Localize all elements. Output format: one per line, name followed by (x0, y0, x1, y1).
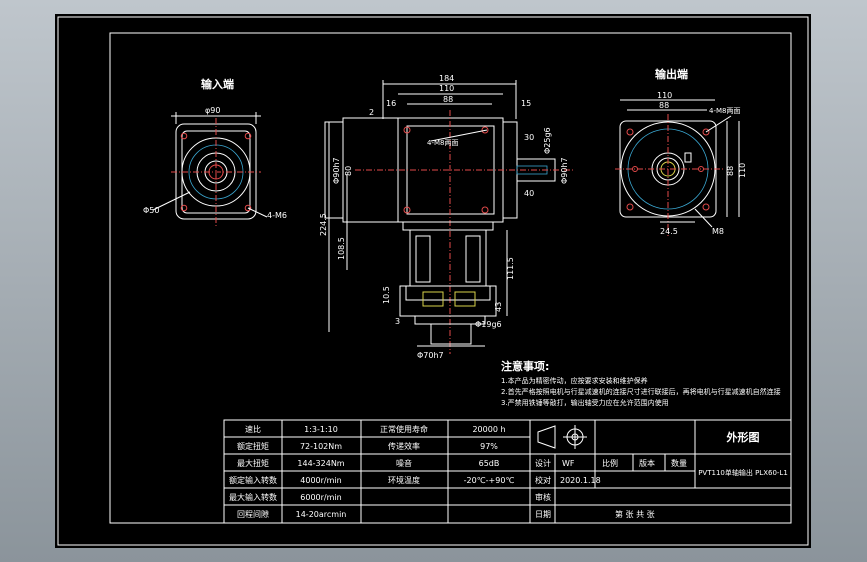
out-dim-110-side: 110 (738, 163, 747, 178)
check-label: 校对 (535, 475, 551, 485)
spec-cell: -20℃-+90℃ (464, 476, 515, 485)
note-line-2: 2.首先严格按照电机与行星减速机的连接尺寸进行联接后，再将电机与行星减速机自然连… (501, 387, 781, 396)
dim-224-5: 224.5 (319, 213, 328, 236)
spec-cell: 20000 h (472, 425, 505, 434)
date-label: 日期 (535, 510, 551, 519)
input-dim-holes: 4-M6 (267, 211, 287, 220)
dim-30: 30 (524, 133, 534, 142)
spec-cell: 额定扭矩 (237, 441, 269, 451)
out-dim-88-top: 88 (659, 101, 669, 110)
design-label: 设计 (535, 458, 551, 468)
spec-cell: 4000r/min (300, 476, 341, 485)
front-view: 184 110 88 16 15 2 (319, 74, 575, 360)
outer-frame (57, 16, 809, 546)
input-dim-dia50: Φ50 (143, 206, 159, 215)
input-dim-dia90: φ90 (205, 106, 220, 115)
notes-title: 注意事项: (501, 359, 549, 373)
dim-2: 2 (369, 108, 374, 117)
dim-16: 16 (386, 99, 396, 108)
dim-4m8: 4-M8两面 (427, 139, 458, 147)
title-block: 外形图 PVT110单轴输出 PLX60-L1 设计 WF 比例 版本 数量 校… (529, 419, 792, 524)
spec-cell: 传递效率 (388, 441, 420, 451)
note-line-1: 1.本产品为精密传动，应按要求安装和维护保养 (501, 376, 648, 385)
dim-15: 15 (521, 99, 531, 108)
version-label: 版本 (639, 458, 655, 468)
scale-label: 比例 (602, 458, 618, 468)
drawing-sheet: 输入端 φ90 Φ50 4- (55, 14, 811, 548)
dim-110: 110 (439, 84, 454, 93)
spec-cell: 1:3-1:10 (304, 425, 338, 434)
output-view-title: 输出端 (655, 67, 688, 81)
dim-70h7: Φ70h7 (417, 351, 444, 360)
spec-cell: 正常使用寿命 (380, 424, 428, 434)
input-end-view: 输入端 φ90 Φ50 4- (143, 77, 287, 228)
projection-symbol-icon (537, 425, 556, 449)
drawing-name: 外形图 (726, 430, 760, 444)
input-view-title: 输入端 (201, 77, 234, 91)
spec-cell: 速比 (245, 424, 261, 434)
spec-cell: 14-20arcmin (296, 510, 347, 519)
dim-80: 80 (344, 166, 353, 176)
dim-43: 43 (494, 302, 503, 312)
dim-90h7-right: Φ90h7 (560, 157, 569, 184)
spec-cell: 最大扭矩 (237, 458, 269, 468)
spec-cell: 6000r/min (300, 493, 341, 502)
out-dim-110-top: 110 (657, 91, 672, 100)
note-line-3: 3.严禁用铁锤等敲打，输出轴受力应在允许范围内使用 (501, 398, 669, 407)
spec-cell: 环境温度 (388, 475, 420, 485)
dim-3: 3 (395, 317, 400, 326)
dim-111-5: 111.5 (506, 257, 515, 280)
spec-cell: 65dB (479, 459, 500, 468)
drawing-canvas: 输入端 φ90 Φ50 4- (57, 16, 809, 546)
spec-cell: 噪音 (396, 458, 412, 468)
output-end-view: 输出端 110 88 4-M (615, 67, 747, 236)
out-dim-holes: 4-M8两面 (709, 107, 740, 115)
spec-cell: 72-102Nm (300, 442, 342, 451)
dim-40: 40 (524, 189, 534, 198)
review-label: 审核 (535, 492, 551, 502)
spec-cell: 144-324Nm (297, 459, 344, 468)
designer-value: WF (562, 459, 575, 468)
out-dim-88-side: 88 (726, 166, 735, 176)
dim-184: 184 (439, 74, 454, 83)
spec-cell: 97% (480, 442, 498, 451)
dim-108-5: 108.5 (337, 237, 346, 260)
sheet-count: 第 张 共 张 (615, 509, 655, 519)
spec-cell: 最大输入转数 (229, 492, 277, 502)
spec-cell: 回程间隙 (237, 509, 269, 519)
out-dim-m8: M8 (712, 227, 724, 236)
dim-90h7-left: Φ90h7 (332, 157, 341, 184)
quantity-label: 数量 (671, 458, 687, 468)
date-value: 2020.1.18 (560, 476, 601, 485)
notes-section: 注意事项: 1.本产品为精密传动，应按要求安装和维护保养 2.首先严格按照电机与… (501, 359, 781, 407)
part-name: PVT110单轴输出 PLX60-L1 (698, 468, 788, 477)
dim-10-5: 10.5 (382, 286, 391, 304)
out-dim-24-5: 24.5 (660, 227, 678, 236)
dim-25g6: Φ25g6 (543, 127, 552, 154)
dim-88: 88 (443, 95, 453, 104)
spec-cell: 额定输入转数 (229, 475, 277, 485)
spec-table: 速比 1:3-1:10 正常使用寿命 20000 h 额定扭矩 72-102Nm… (223, 419, 531, 524)
dim-19g6: Φ19g6 (475, 320, 502, 329)
